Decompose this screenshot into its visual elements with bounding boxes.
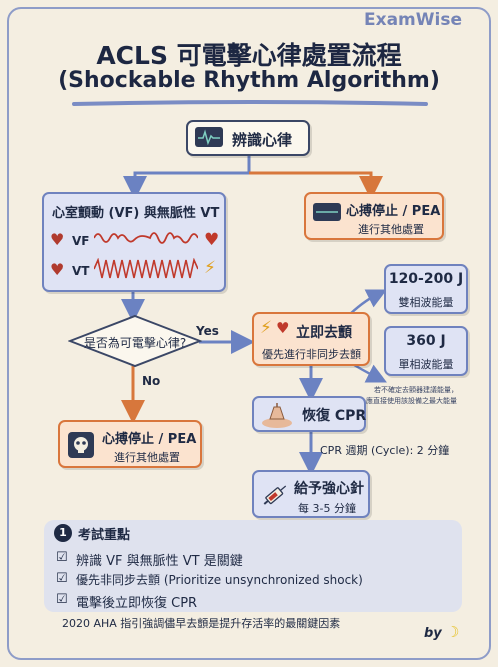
decision-diamond [68, 314, 202, 368]
energy-biphasic-node: 120-200 J 雙相波能量 [384, 264, 468, 314]
arrest-bottom-title: 心搏停止 / PEA [102, 432, 197, 447]
syringe-icon [263, 485, 287, 505]
arrest-top-title: 心搏停止 / PEA [346, 204, 441, 219]
vf-waveform [94, 232, 198, 244]
no-label: No [142, 374, 161, 388]
identify-rhythm-label: 辨識心律 [232, 131, 293, 149]
vt-label: VT [72, 264, 90, 278]
arrest-bottom-node: 心搏停止 / PEA 進行其他處置 [58, 420, 202, 468]
energy-mono-value: 360 J [406, 333, 446, 349]
lightning-icon: ⚡ [204, 258, 216, 278]
key-point-item: 優先非同步去顫 (Prioritize unsynchronized shock… [76, 573, 363, 587]
key-points-footnote: 2020 AHA 指引強調儘早去顫是提升存活率的最關鍵因素 [62, 617, 341, 630]
vf-vt-header: 心室顫動 (VF) 與無脈性 VT [52, 206, 220, 221]
skull-icon [68, 432, 94, 458]
heart-icon: ♥ [204, 230, 220, 250]
energy-mono-node: 360 J 單相波能量 [384, 326, 468, 376]
key-point-item: 辨識 VF 與無脈性 VT 是關鍵 [76, 554, 243, 569]
page-title: ACLS 可電擊心律處置流程 [96, 41, 402, 70]
vt-waveform [94, 258, 198, 279]
check-icon: ☑ [56, 571, 68, 586]
energy-note-line1: 若不確定去顫器建議能量， [374, 386, 458, 394]
vf-vt-node: 心室顫動 (VF) 與無脈性 VT VF VT ♥ ♥ ♥ ⚡ [42, 192, 226, 292]
cpr-cycle-label: CPR 週期 (Cycle): 2 分鐘 [320, 444, 450, 457]
signature: by [424, 626, 442, 641]
key-point-item: 電擊後立即恢復 CPR [76, 596, 198, 611]
yes-label: Yes [196, 324, 219, 338]
heart-icon: ♥ [276, 319, 290, 337]
epinephrine-node: 給予強心針 每 3-5 分鐘 [252, 470, 370, 518]
epinephrine-sub: 每 3-5 分鐘 [298, 502, 356, 515]
energy-biphasic-value: 120-200 J [388, 271, 464, 287]
defib-title: 立即去顫 [296, 325, 352, 341]
heart-icon: ♥ [50, 260, 65, 279]
ecg-monitor-icon [195, 127, 223, 147]
heart-icon: ♥ [50, 230, 65, 249]
epinephrine-title: 給予強心針 [294, 481, 364, 497]
vf-label: VF [72, 234, 90, 248]
arrest-top-sub: 進行其他處置 [358, 223, 424, 236]
arrest-top-node: 心搏停止 / PEA 進行其他處置 [304, 192, 444, 240]
banana-icon: ☽ [446, 623, 460, 641]
defib-node: ⚡ ♥ 立即去顫 優先進行非同步去顫 [252, 312, 370, 366]
cpr-node: 恢復 CPR [252, 396, 366, 432]
key-points-number: 1 [54, 524, 72, 542]
key-points-heading: 考試重點 [78, 528, 131, 543]
defib-sub: 優先進行非同步去顫 [262, 348, 361, 361]
lightning-icon: ⚡ [260, 318, 272, 338]
energy-mono-label: 單相波能量 [398, 358, 454, 371]
energy-note-line2: 應直接使用該設備之最大能量 [366, 397, 457, 405]
page-subtitle: (Shockable Rhythm Algorithm) [58, 68, 440, 93]
key-points-panel [44, 520, 462, 612]
arrest-bottom-sub: 進行其他處置 [114, 451, 180, 464]
cpr-label: 恢復 CPR [302, 408, 367, 424]
title-underline [72, 100, 428, 106]
check-icon: ☑ [56, 592, 68, 607]
cpr-hands-icon [262, 403, 292, 428]
ecg-monitor-icon [313, 203, 341, 221]
page-frame [7, 7, 491, 660]
check-icon: ☑ [56, 550, 68, 565]
decision-question: 是否為可電擊心律? [83, 336, 187, 350]
energy-biphasic-label: 雙相波能量 [398, 296, 454, 309]
identify-rhythm-node: 辨識心律 [186, 120, 310, 156]
brand-label: ExamWise [356, 10, 470, 30]
